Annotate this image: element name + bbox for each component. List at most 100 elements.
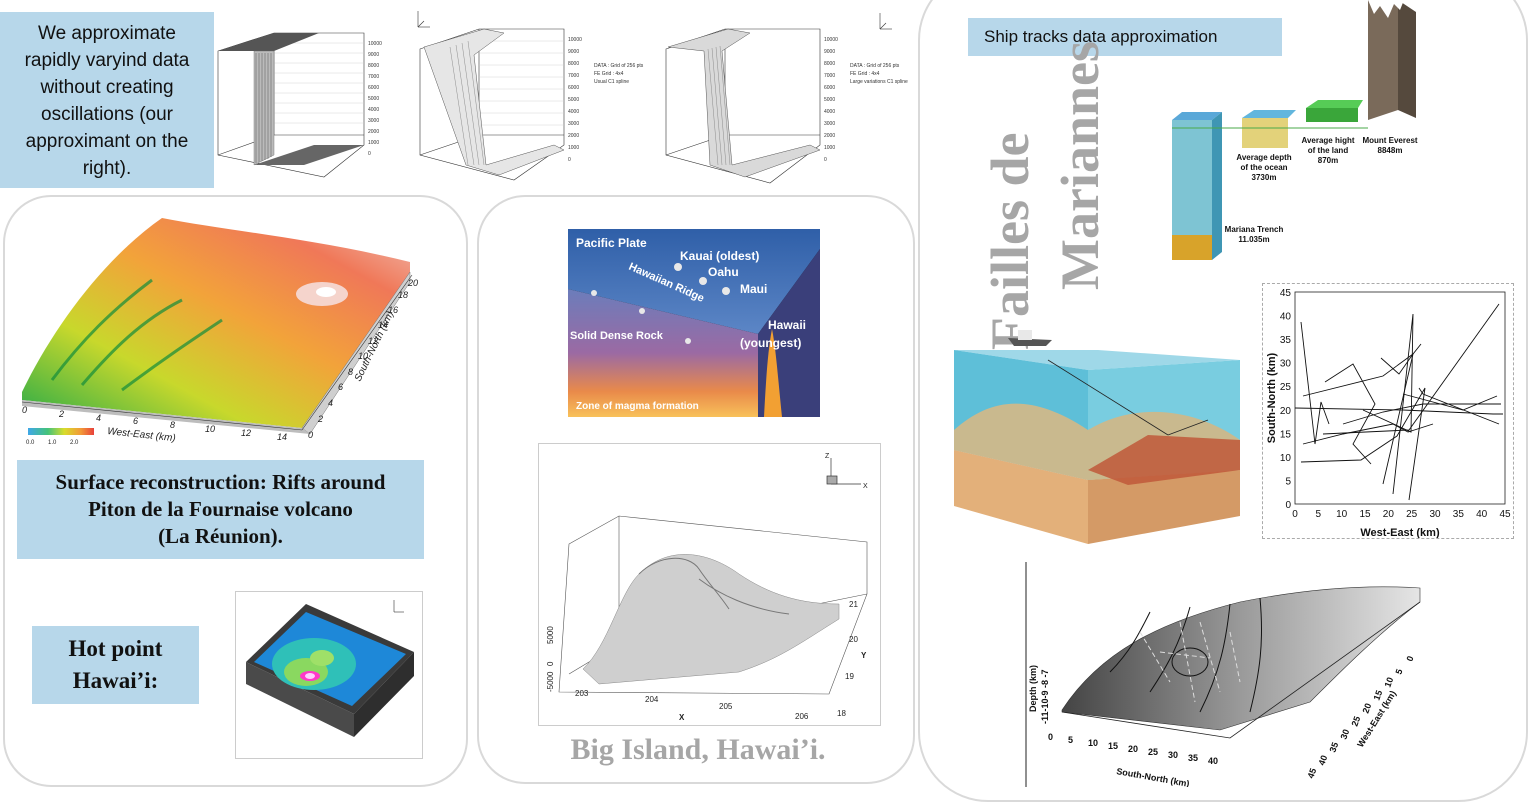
tick-label: 5000 (568, 97, 579, 103)
x-tick: 30 (1429, 509, 1441, 520)
tick-label: 5000 (824, 97, 835, 103)
ship-track (1380, 353, 1414, 485)
west-east-tick: 40 (1316, 754, 1329, 767)
west-east-tick: 20 (1360, 702, 1373, 715)
y-tick: 35 (1280, 335, 1292, 346)
sonar-ship-illustration (948, 320, 1244, 546)
y-tick: 16 (388, 305, 398, 315)
trench-depth-diagram: Average depth of the ocean 3730m Average… (1168, 0, 1430, 262)
depth-axis-label: Depth (km) (1028, 665, 1038, 712)
ship-track (1294, 407, 1503, 415)
intro-note: We approximate rapidly varyind data with… (0, 12, 214, 188)
south-north-tick: 15 (1108, 741, 1118, 751)
plot-legend-line: DATA : Grid of 256 pts (850, 63, 900, 69)
tick-label: 2000 (824, 133, 835, 139)
trench-label: Mount Everest (1362, 136, 1417, 145)
y-axis-label: Y (861, 651, 867, 660)
west-east-tick: 10 (1382, 676, 1395, 689)
axis-triad-icon (393, 600, 404, 613)
trench-label: of the ocean (1240, 163, 1287, 172)
y-tick: 4 (328, 398, 333, 408)
tick-label: 8000 (824, 61, 835, 67)
trench-label: Average hight (1301, 136, 1354, 145)
ship-track (1302, 343, 1422, 397)
caption-line: (La Réunion). (158, 524, 283, 548)
colorbar-tick: 1.0 (48, 440, 57, 446)
y-tick: 18 (837, 709, 846, 718)
ship-track (1300, 387, 1426, 501)
y-tick: 8 (348, 367, 353, 377)
depth-surface-plot: Depth (km) -11-10-9 -8 -7 South-North (k… (1020, 562, 1435, 787)
y-tick: 30 (1280, 359, 1292, 370)
trench-label: Mariana Trench (1225, 225, 1284, 234)
y-tick: 2 (317, 414, 323, 424)
tick-label: 10000 (568, 37, 582, 43)
colorbar-tick: 2.0 (70, 440, 79, 446)
south-north-tick: 35 (1188, 753, 1198, 763)
plot-legend-line: DATA : Grid of 256 pts (594, 63, 644, 69)
tick-label: 0 (368, 151, 371, 157)
caption-line: Hot point (68, 636, 163, 661)
y-tick: 0 (1285, 500, 1291, 511)
x-tick: 6 (133, 416, 138, 426)
caption-line: Hawai’i: (72, 668, 159, 693)
tick-label: 7000 (568, 73, 579, 79)
ship-track (1342, 403, 1501, 425)
z-tick: 5000 (546, 626, 555, 644)
y-tick: 19 (845, 672, 854, 681)
z-tick: -5000 (546, 671, 555, 692)
diagram-label: Zone of magma formation (576, 401, 699, 412)
x-tick: 0 (1292, 509, 1298, 520)
colorbar (28, 428, 94, 435)
big-island-caption: Big Island, Hawai’i. (570, 733, 826, 766)
south-north-tick: 5 (1068, 735, 1073, 745)
tick-label: 10000 (824, 37, 838, 43)
tick-label: 8000 (368, 63, 379, 69)
colorbar-tick: 0.0 (26, 440, 35, 446)
tick-label: 6000 (568, 85, 579, 91)
tick-label: 1000 (568, 145, 579, 151)
x-axis-label: West-East (km) (107, 426, 176, 444)
tick-label: 8000 (568, 61, 579, 67)
svg-text:X: X (863, 483, 868, 490)
trench-label: 870m (1318, 156, 1338, 165)
ship-track (1418, 387, 1500, 425)
axis-triad-icon (826, 458, 861, 485)
spline-plot-large: 10000 9000 8000 7000 6000 5000 4000 3000… (660, 5, 915, 190)
y-tick: 10 (1280, 453, 1292, 464)
west-east-tick: 0 (1404, 655, 1415, 663)
hawaii-hotspot-diagram: Pacific Plate Kauai (oldest) Oahu Maui H… (568, 229, 820, 417)
y-tick: 6 (338, 382, 343, 392)
reunion-caption: Surface reconstruction: Rifts around Pit… (17, 460, 424, 559)
south-north-tick: 25 (1148, 747, 1158, 757)
tick-label: 3000 (368, 118, 379, 124)
axis-triad-icon (417, 11, 430, 28)
y-tick: 14 (378, 320, 388, 330)
west-east-tick: 5 (1393, 668, 1404, 676)
tick-label: 2000 (368, 129, 379, 135)
tick-label: 0 (568, 157, 571, 163)
svg-text:Z: Z (825, 453, 830, 460)
diagram-label: (youngest) (740, 336, 801, 350)
y-axis-label: South-North (km) (1266, 352, 1278, 443)
plot-legend-line: Usual C1 spline (594, 79, 629, 85)
plot-legend-line: FE Grid : 4x4 (594, 71, 624, 77)
x-tick: 4 (96, 413, 101, 423)
diagram-label: Solid Dense Rock (570, 330, 664, 342)
tick-label: 10000 (368, 41, 382, 47)
x-tick: 5 (1316, 509, 1322, 520)
tick-label: 1000 (824, 145, 835, 151)
x-tick: 205 (719, 702, 733, 711)
west-east-tick: 30 (1338, 728, 1351, 741)
x-tick: 10 (205, 424, 215, 434)
y-tick: 21 (849, 600, 858, 609)
x-tick: 12 (241, 428, 251, 438)
tick-label: 6000 (368, 85, 379, 91)
tick-label: 4000 (824, 109, 835, 115)
ship-track (1402, 393, 1498, 411)
trench-label: 11.035m (1238, 235, 1269, 244)
x-tick: 206 (795, 712, 809, 721)
x-tick: 35 (1453, 509, 1465, 520)
intro-line: without creating (40, 77, 174, 98)
